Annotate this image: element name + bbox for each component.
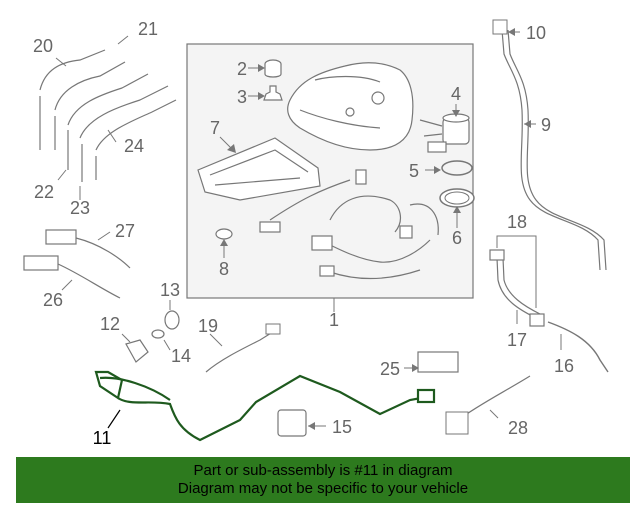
grommet bbox=[215, 228, 233, 240]
callout-2: 2 bbox=[237, 59, 247, 79]
callout-20: 20 bbox=[33, 36, 53, 56]
nox-sensors bbox=[23, 229, 131, 299]
arrow-5 bbox=[434, 166, 441, 174]
callout-15: 15 bbox=[332, 417, 352, 437]
callout-13: 13 bbox=[160, 280, 180, 300]
arrow-25 bbox=[412, 364, 419, 372]
callout-11: 11 bbox=[93, 428, 112, 448]
arrow-8 bbox=[220, 239, 228, 246]
arrow-15 bbox=[308, 422, 315, 430]
seal-ring bbox=[441, 160, 473, 176]
callout-25: 25 bbox=[380, 359, 400, 379]
oxygen-sensors bbox=[39, 49, 177, 182]
banner-line-1: Part or sub-assembly is #11 in diagram bbox=[193, 462, 453, 479]
wiring-harness bbox=[259, 169, 439, 280]
callout-6: 6 bbox=[452, 228, 462, 248]
tube-16 bbox=[547, 321, 609, 373]
leader-22 bbox=[57, 169, 67, 181]
part-2-cap bbox=[264, 59, 282, 78]
info-banner: Part or sub-assembly is #11 in diagram D… bbox=[16, 457, 630, 503]
arrow-6 bbox=[453, 206, 461, 213]
part-15 bbox=[277, 409, 307, 437]
leader-28 bbox=[489, 409, 499, 419]
leader-24 bbox=[107, 129, 117, 143]
leader-11 bbox=[107, 409, 121, 429]
callout-18: 18 bbox=[507, 212, 527, 232]
leader-26 bbox=[61, 279, 73, 291]
arrow-10 bbox=[508, 28, 515, 36]
callout-3: 3 bbox=[237, 87, 247, 107]
leader-20 bbox=[55, 57, 67, 67]
connector-10 bbox=[492, 19, 508, 35]
highlighted-part-11 bbox=[94, 370, 436, 442]
heat-shield bbox=[197, 137, 321, 201]
leader-12 bbox=[121, 333, 131, 343]
callout-4: 4 bbox=[451, 84, 461, 104]
leader-27 bbox=[97, 231, 111, 241]
arrow-4 bbox=[452, 110, 460, 117]
breather-line bbox=[501, 29, 607, 271]
callout-12: 12 bbox=[100, 314, 120, 334]
arrow-2 bbox=[258, 64, 265, 72]
leader-21 bbox=[117, 35, 129, 45]
callout-7: 7 bbox=[210, 118, 220, 138]
arrow-9 bbox=[524, 120, 531, 128]
callout-24: 24 bbox=[124, 136, 144, 156]
callout-1: 1 bbox=[329, 310, 339, 330]
small-parts bbox=[125, 310, 180, 363]
callout-21: 21 bbox=[138, 19, 158, 39]
sensor-19 bbox=[205, 329, 277, 373]
callout-17: 17 bbox=[507, 330, 527, 350]
fuel-pump bbox=[419, 113, 470, 153]
part-3-nipple bbox=[263, 85, 283, 101]
callout-26: 26 bbox=[43, 290, 63, 310]
callout-10: 10 bbox=[526, 23, 546, 43]
callout-9: 9 bbox=[541, 115, 551, 135]
fuel-tank bbox=[287, 62, 414, 151]
leader-19 bbox=[209, 333, 223, 347]
callout-28: 28 bbox=[508, 418, 528, 438]
callout-14: 14 bbox=[171, 346, 191, 366]
callout-23: 23 bbox=[70, 198, 90, 218]
callout-16: 16 bbox=[554, 356, 574, 376]
callout-5: 5 bbox=[409, 161, 419, 181]
part-25 bbox=[417, 351, 459, 373]
callout-8: 8 bbox=[219, 259, 229, 279]
callout-22: 22 bbox=[34, 182, 54, 202]
arrow-3 bbox=[258, 92, 265, 100]
callout-27: 27 bbox=[115, 221, 135, 241]
banner-line-2: Diagram may not be specific to your vehi… bbox=[177, 480, 469, 497]
bracket-18 bbox=[496, 235, 537, 308]
arrow-7 bbox=[227, 144, 236, 153]
callout-19: 19 bbox=[198, 316, 218, 336]
vent-hose bbox=[489, 249, 545, 327]
leader-14 bbox=[163, 339, 171, 351]
